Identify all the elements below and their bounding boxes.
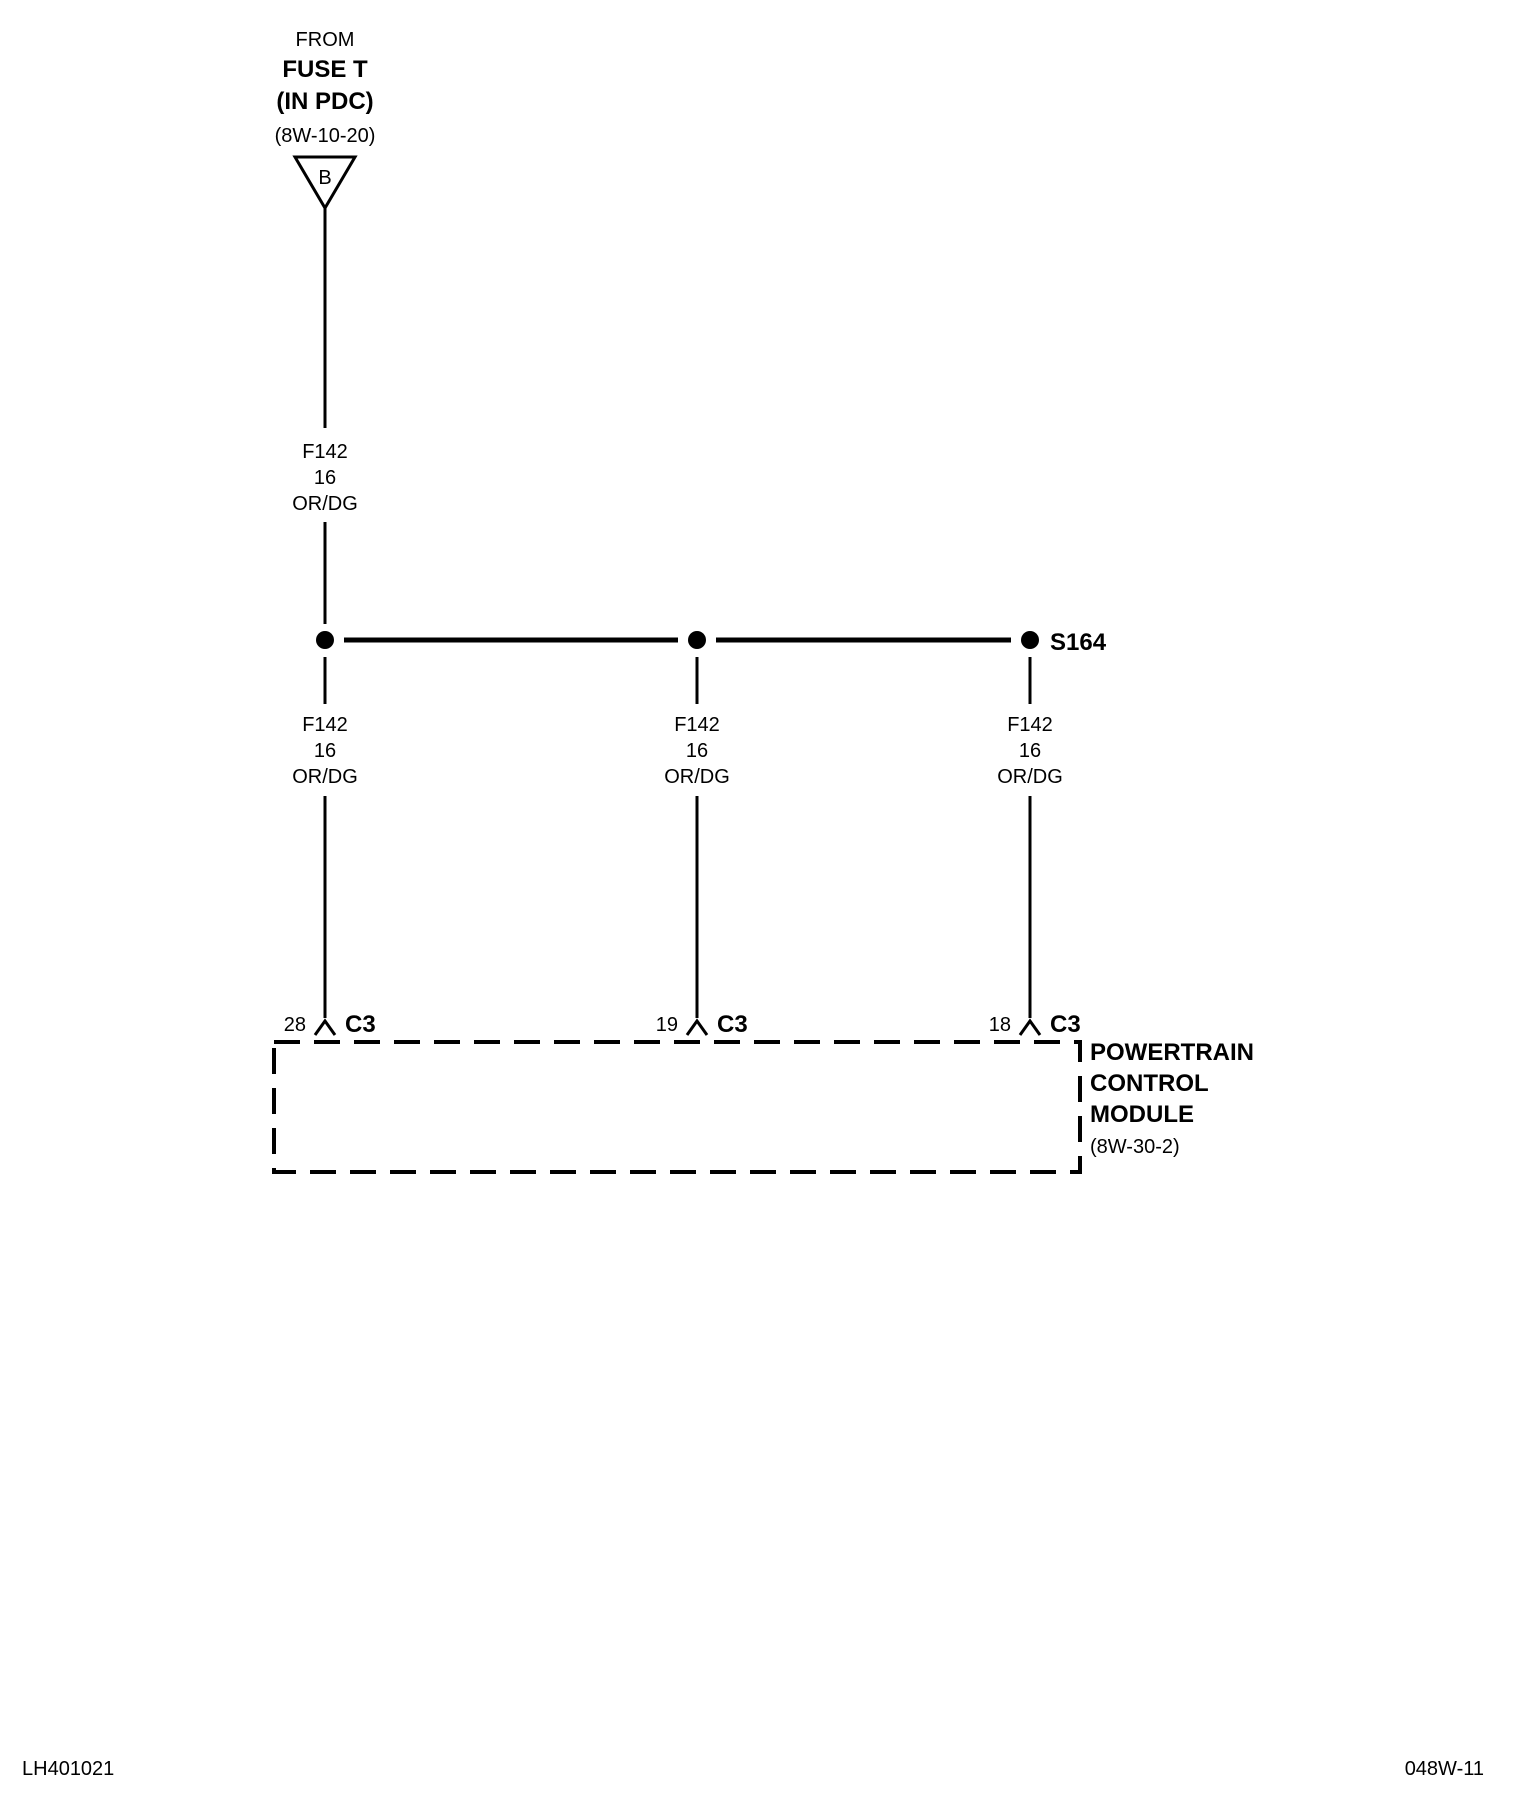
splice-dot — [316, 631, 334, 649]
branch-color: OR/DG — [997, 766, 1063, 788]
pin-number: 18 — [989, 1014, 1011, 1036]
connector-id: C3 — [1050, 1011, 1081, 1038]
pin-terminal-icon — [685, 1018, 709, 1036]
splice-dot — [688, 631, 706, 649]
pin-terminal-icon — [1018, 1018, 1042, 1036]
module-name-line-3: MODULE — [1090, 1101, 1194, 1128]
splice-dot — [1021, 631, 1039, 649]
module-box — [272, 1040, 1082, 1174]
pin-number: 19 — [656, 1014, 678, 1036]
main-wire-gauge: 16 — [314, 467, 336, 489]
footer-left-code: LH401021 — [22, 1758, 114, 1780]
branch-circuit: F142 — [674, 714, 720, 736]
module-name-line-2: CONTROL — [1090, 1070, 1209, 1097]
connector-id: C3 — [345, 1011, 376, 1038]
branch-wire-3: F142 16 OR/DG 18 C3 — [989, 657, 1081, 1038]
main-wire-circuit: F142 — [302, 441, 348, 463]
branch-gauge: 16 — [686, 740, 708, 762]
pin-number: 28 — [284, 1014, 306, 1036]
module-page-ref: (8W-30-2) — [1090, 1136, 1180, 1158]
branch-circuit: F142 — [302, 714, 348, 736]
footer-right-code: 048W-11 — [1405, 1758, 1484, 1780]
connector-triangle-icon — [292, 155, 358, 211]
branch-wire-2: F142 16 OR/DG 19 C3 — [656, 657, 748, 1038]
fuse-location-label: (IN PDC) — [276, 88, 373, 115]
connector-id: C3 — [717, 1011, 748, 1038]
fuse-label: FUSE T — [282, 56, 368, 83]
source-page-ref: (8W-10-20) — [275, 125, 376, 147]
branch-color: OR/DG — [664, 766, 730, 788]
branch-gauge: 16 — [314, 740, 336, 762]
branch-color: OR/DG — [292, 766, 358, 788]
main-wire-color: OR/DG — [292, 493, 358, 515]
splice-id: S164 — [1050, 629, 1107, 656]
pin-terminal-icon — [313, 1018, 337, 1036]
from-label: FROM — [296, 29, 355, 51]
branch-gauge: 16 — [1019, 740, 1041, 762]
branch-circuit: F142 — [1007, 714, 1053, 736]
connector-letter: B — [318, 167, 331, 189]
branch-wire-1: F142 16 OR/DG 28 C3 — [284, 657, 376, 1038]
module-name-line-1: POWERTRAIN — [1090, 1039, 1254, 1066]
